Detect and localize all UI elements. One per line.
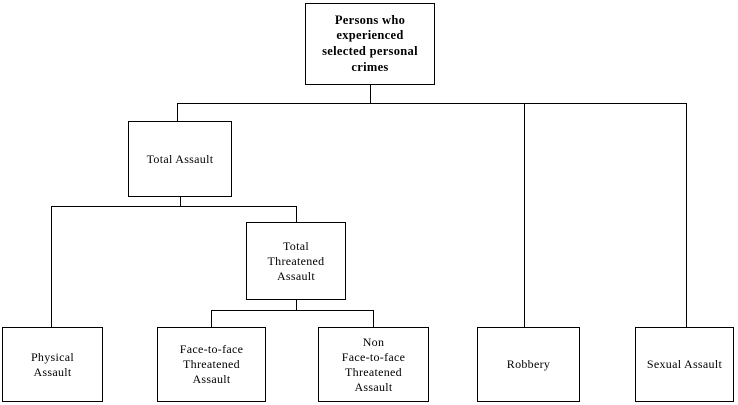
connector-drop-physical [51,206,52,327]
node-label-physical-assault: Physical Assault [30,349,75,379]
node-label-total-assault: Total Assault [146,151,214,166]
node-label-sexual-assault: Sexual Assault [646,357,723,371]
connector-total-assault-stem [180,197,181,207]
node-face-to-face-threatened-assault[interactable]: Face-to-face Threatened Assault [157,327,266,402]
connector-level1-bus [177,103,687,104]
connector-drop-total-threat [296,206,297,223]
node-sexual-assault[interactable]: Sexual Assault [635,327,734,402]
node-total-threatened-assault[interactable]: Total Threatened Assault [246,222,346,300]
node-physical-assault[interactable]: Physical Assault [2,327,103,402]
connector-drop-robbery [524,103,525,327]
node-label-total-threatened-assault: Total Threatened Assault [267,238,325,283]
node-robbery[interactable]: Robbery [477,327,580,402]
node-non-face-to-face-threatened-assault[interactable]: Non Face-to-face Threatened Assault [318,327,429,402]
connector-level2-bus [51,206,297,207]
connector-drop-face-to-face [211,310,212,327]
node-label-root: Persons who experienced selected persona… [322,12,418,74]
node-label-non-face-to-face-threatened-assault: Non Face-to-face Threatened Assault [341,334,406,394]
connector-drop-non-face [373,310,374,327]
connector-drop-total-assault [177,103,178,121]
connector-total-threat-stem [296,300,297,311]
node-label-robbery: Robbery [506,357,551,371]
node-root[interactable]: Persons who experienced selected persona… [305,3,435,85]
connector-level3-bus [211,310,374,311]
node-label-face-to-face-threatened-assault: Face-to-face Threatened Assault [179,342,244,386]
node-total-assault[interactable]: Total Assault [128,121,232,197]
connector-root-stem [370,85,371,103]
connector-drop-sexual-assault [686,103,687,327]
